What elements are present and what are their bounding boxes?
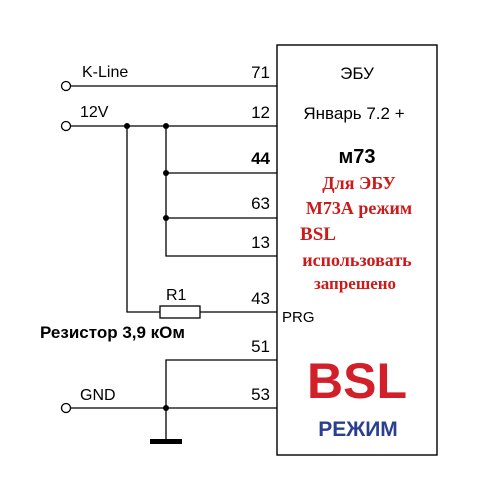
warning-line-5: запрешено xyxy=(314,274,396,293)
resistor-body xyxy=(159,305,201,319)
pin51-wire xyxy=(165,359,277,440)
gnd-terminal[interactable] xyxy=(60,402,72,414)
ecu-variant: м73 xyxy=(338,146,375,168)
pin-12: 12 xyxy=(251,103,270,122)
prg-label: PRG xyxy=(282,309,315,326)
pin-44: 44 xyxy=(251,149,270,168)
pin-71: 71 xyxy=(251,63,270,82)
kline-label: K-Line xyxy=(82,64,128,81)
resistor-feed-wire xyxy=(126,126,160,313)
bsl-mode-subtitle: РЕЖИМ xyxy=(318,418,398,441)
pin-63: 63 xyxy=(251,194,270,213)
ecu-model: Январь 7.2 + xyxy=(303,104,404,123)
resistor-name: R1 xyxy=(166,287,187,304)
warning-line-2: М73А режим xyxy=(306,198,412,218)
pin-13: 13 xyxy=(251,233,270,252)
warning-line-4: использовать xyxy=(302,250,412,270)
ground-symbol-icon xyxy=(150,439,182,444)
ecu-title: ЭБУ xyxy=(340,64,374,83)
pin-53: 53 xyxy=(251,385,270,404)
pin-51: 51 xyxy=(251,337,270,356)
warning-line-1: Для ЭБУ xyxy=(322,173,395,193)
junction-dot xyxy=(163,215,169,221)
bsl-mode-title: BSL xyxy=(307,353,407,409)
v12-terminal[interactable] xyxy=(60,120,72,132)
ecu-box xyxy=(276,44,438,456)
warning-line-3: BSL xyxy=(300,224,336,245)
pin-43: 43 xyxy=(251,289,270,308)
bus-wire xyxy=(165,126,277,257)
gnd-label: GND xyxy=(80,387,116,404)
kline-terminal[interactable] xyxy=(60,80,72,92)
v12-label: 12V xyxy=(80,104,109,121)
resistor-caption: Резистор 3,9 кОм xyxy=(40,323,185,342)
junction-dot xyxy=(163,170,169,176)
